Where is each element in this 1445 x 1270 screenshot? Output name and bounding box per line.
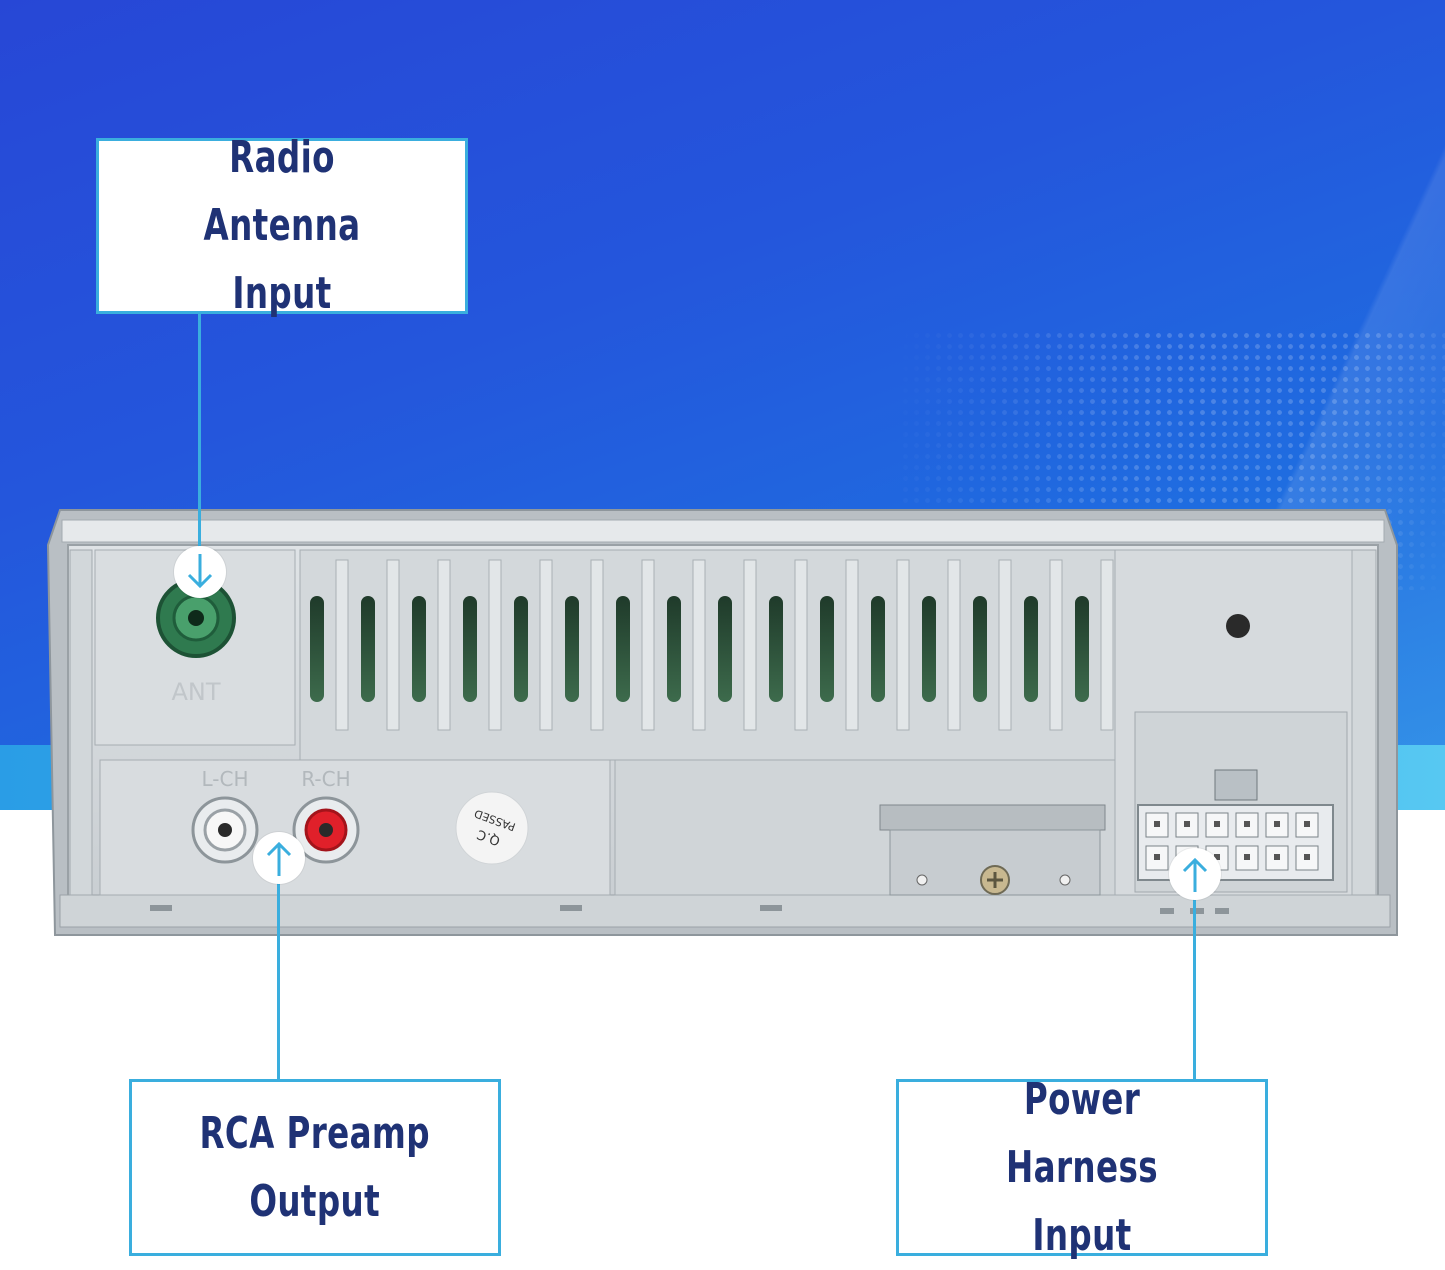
power-callout: Power Harness Input [896, 1074, 1268, 1261]
vent-slot [718, 596, 732, 702]
top-lip [61, 519, 1385, 543]
harness-pin-hole [1244, 821, 1250, 827]
rca-pointer-line [277, 842, 280, 1082]
vent-slot [310, 596, 324, 702]
vent-rib [947, 559, 961, 731]
arrow-up-icon [1182, 857, 1208, 892]
left-flange [69, 549, 93, 896]
right-flange [1351, 549, 1377, 896]
vent-slot [973, 596, 987, 702]
arrow-down-icon [187, 554, 213, 589]
rca-callout: RCA Preamp Output [129, 1079, 501, 1256]
vent-rib [896, 559, 910, 731]
harness-pin-hole [1304, 821, 1310, 827]
rca-right-jack [292, 796, 360, 864]
vent-rib [590, 559, 604, 731]
rch-label: R-CH [301, 767, 350, 791]
vent-slot [361, 596, 375, 702]
vent-slot [565, 596, 579, 702]
arrow-up-icon [266, 841, 292, 876]
vent-rib [1100, 559, 1114, 731]
harness-pin-hole [1214, 821, 1220, 827]
mount-hole [1226, 614, 1250, 638]
harness-pin-hole [1154, 821, 1160, 827]
rca-pointer-dot [253, 832, 305, 884]
antenna-pointer-line [198, 312, 201, 582]
vent-rib [641, 559, 655, 731]
antenna-callout-label: Radio Antenna Input [203, 132, 361, 319]
vent-rib [335, 559, 349, 731]
harness-pin-hole [1244, 854, 1250, 860]
vent-rib [539, 559, 553, 731]
power-pointer-line [1193, 856, 1196, 1082]
mount-bracket-top [879, 804, 1106, 831]
antenna-callout: Radio Antenna Input [96, 132, 468, 319]
vent-slot [463, 596, 477, 702]
vent-slot [871, 596, 885, 702]
harness-pin-hole [1274, 854, 1280, 860]
rca-callout-label: RCA Preamp Output [199, 1107, 431, 1227]
vent-rib [998, 559, 1012, 731]
harness-pin-hole [1274, 821, 1280, 827]
ventilation-slots [310, 559, 1114, 731]
vent-rib [386, 559, 400, 731]
harness-pin-hole [1184, 821, 1190, 827]
vent-slot [1024, 596, 1038, 702]
vent-rib [437, 559, 451, 731]
vent-slot [514, 596, 528, 702]
vent-slot [616, 596, 630, 702]
lch-label: L-CH [201, 767, 248, 791]
vent-rib [1049, 559, 1063, 731]
vent-slot [412, 596, 426, 702]
harness-pin-hole [1214, 854, 1220, 860]
ant-label: ANT [171, 678, 220, 706]
vent-rib [743, 559, 757, 731]
vent-rib [692, 559, 706, 731]
qc-passed-sticker: Q.C PASSED [455, 791, 529, 865]
rca-left-jack [191, 796, 259, 864]
vent-slot [769, 596, 783, 702]
vent-slot [1075, 596, 1089, 702]
antenna-pointer-dot [174, 546, 226, 598]
power-callout-label: Power Harness Input [1006, 1073, 1158, 1261]
power-pointer-dot [1169, 848, 1221, 900]
harness-pin-hole [1154, 854, 1160, 860]
vent-slot [820, 596, 834, 702]
vent-slot [667, 596, 681, 702]
harness-pin-hole [1304, 854, 1310, 860]
vent-rib [794, 559, 808, 731]
vent-slot [922, 596, 936, 702]
vent-rib [845, 559, 859, 731]
vent-rib [488, 559, 502, 731]
